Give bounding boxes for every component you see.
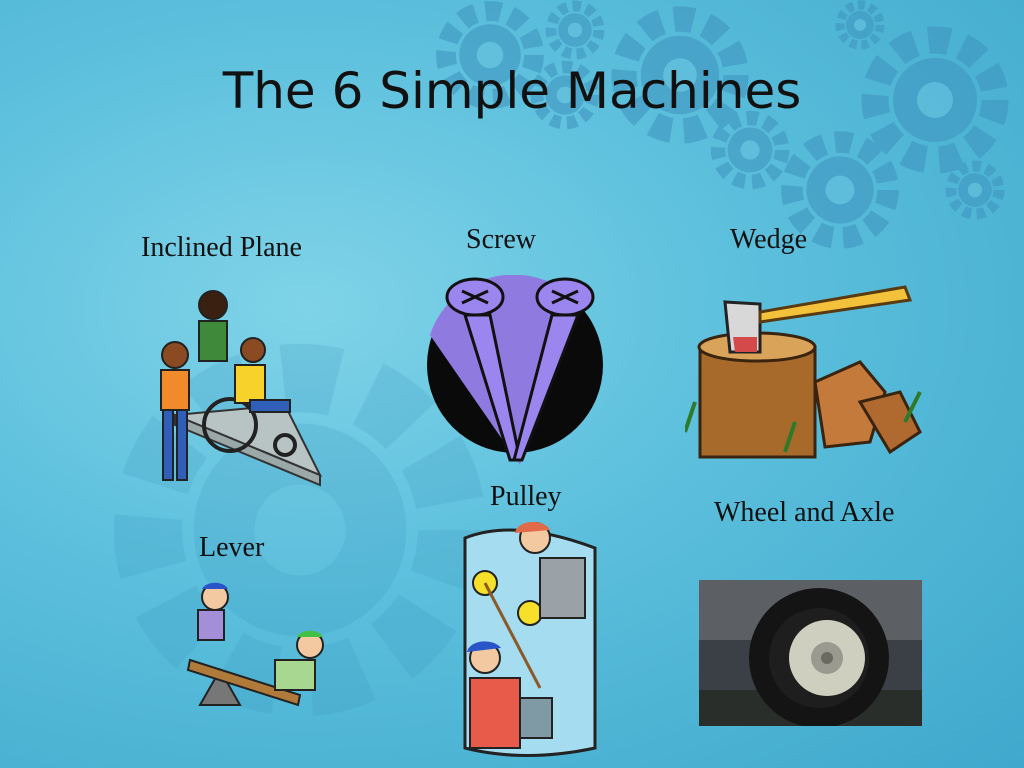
seesaw-clipart (186, 582, 324, 707)
label-pulley: Pulley (490, 481, 562, 512)
label-inclined-plane: Inclined Plane (141, 232, 302, 263)
pulley-clipart (463, 521, 597, 757)
axe-in-stump-clipart (685, 285, 922, 459)
slide-title: The 6 Simple Machines (222, 62, 802, 120)
label-lever: Lever (199, 532, 265, 563)
screw-clipart (427, 275, 603, 465)
label-screw: Screw (466, 224, 536, 255)
truck-wheel-photo (699, 580, 922, 726)
label-wheel-and-axle: Wheel and Axle (714, 497, 895, 528)
inclined-plane-clipart (160, 290, 323, 487)
label-wedge: Wedge (730, 224, 808, 255)
